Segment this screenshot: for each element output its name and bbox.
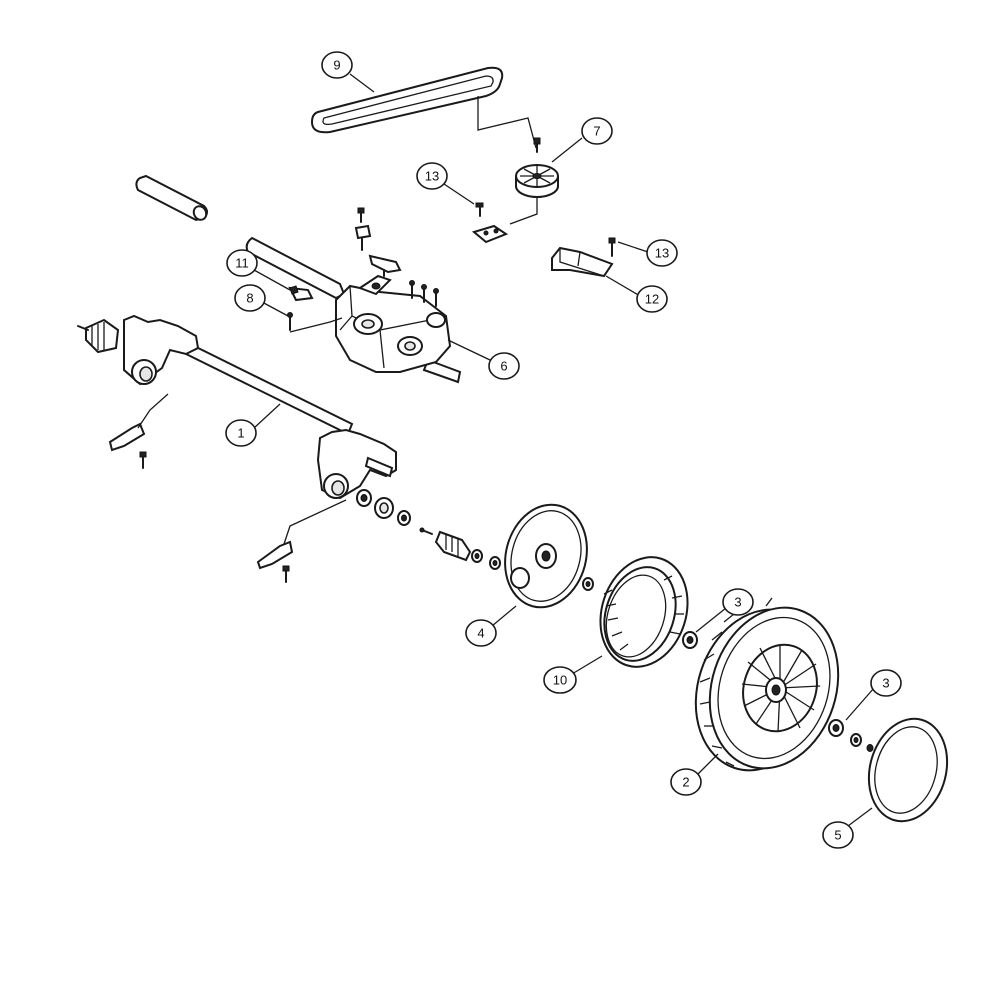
callout-3-upper: 3: [722, 588, 754, 616]
gearbox: [245, 207, 462, 384]
svg-text:2: 2: [682, 775, 689, 790]
svg-text:13: 13: [425, 169, 439, 184]
svg-text:7: 7: [593, 124, 600, 139]
rear-axle: [77, 314, 397, 583]
svg-text:1: 1: [237, 426, 244, 441]
callout-1: 1: [225, 419, 257, 447]
svg-text:3: 3: [734, 595, 741, 610]
callout-9: 9: [321, 51, 353, 79]
leader-lines: [253, 73, 875, 827]
svg-text:12: 12: [645, 292, 659, 307]
washer-3b: [828, 719, 874, 752]
wheel: [694, 597, 840, 772]
callout-13-top: 13: [416, 162, 448, 190]
pulley-guide-line: [509, 198, 538, 225]
svg-text:9: 9: [333, 58, 340, 73]
shaft-sleeve: [135, 174, 208, 222]
pin: [287, 312, 343, 333]
pulley: [515, 137, 559, 198]
callout-5: 5: [822, 821, 854, 849]
callout-7: 7: [581, 117, 613, 145]
screw-13a: [475, 202, 484, 217]
svg-text:11: 11: [235, 256, 249, 271]
small-lever: [288, 285, 314, 302]
callout-8: 8: [234, 284, 266, 312]
callout-4: 4: [465, 619, 497, 647]
pinion-gear: [434, 530, 501, 570]
belt-guide-line: [477, 96, 537, 149]
gear-ring: [599, 556, 689, 668]
callout-10: 10: [543, 666, 577, 694]
callout-12: 12: [636, 285, 668, 313]
axle-washers: [356, 489, 433, 535]
drive-belt: [310, 66, 504, 134]
inner-disc: [504, 503, 594, 609]
callout-11: 11: [226, 249, 258, 277]
screw-13b: [608, 237, 616, 257]
svg-text:5: 5: [834, 828, 841, 843]
mounting-plate: [471, 224, 509, 244]
bracket: [551, 246, 614, 278]
washer-3a: [682, 631, 698, 649]
svg-text:4: 4: [477, 626, 484, 641]
svg-text:3: 3: [882, 676, 889, 691]
callout-6: 6: [488, 352, 520, 380]
callout-2: 2: [670, 768, 702, 796]
svg-text:13: 13: [655, 246, 669, 261]
svg-text:10: 10: [553, 673, 567, 688]
hub-cap: [867, 717, 949, 823]
svg-text:8: 8: [246, 291, 253, 306]
svg-text:6: 6: [500, 359, 507, 374]
callout-13-right: 13: [646, 239, 678, 267]
callout-3-lower: 3: [870, 669, 902, 697]
